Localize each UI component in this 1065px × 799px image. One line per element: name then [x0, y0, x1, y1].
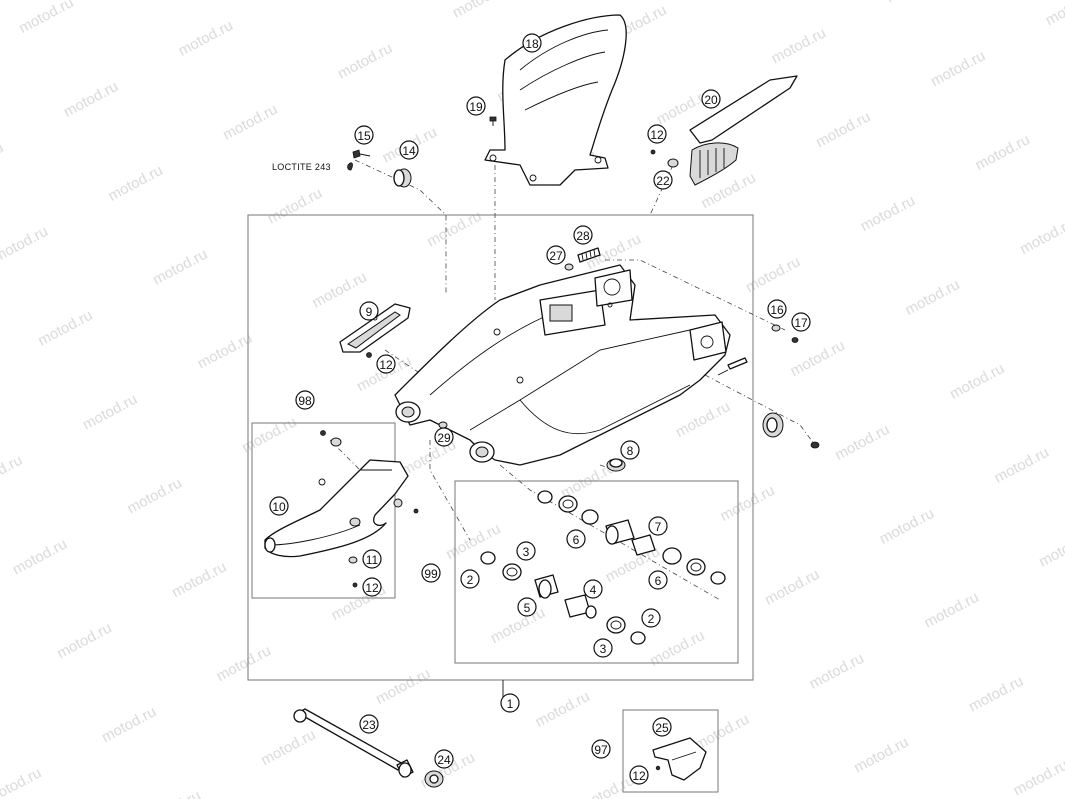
- callout-4: 4: [583, 579, 603, 599]
- svg-text:10: 10: [272, 500, 286, 514]
- callout-20: 20: [701, 89, 721, 109]
- callout-3-upper: 3: [516, 541, 536, 561]
- callout-3-lower: 3: [593, 638, 613, 658]
- callout-19: 19: [466, 96, 486, 116]
- callout-6-upper: 6: [566, 529, 586, 549]
- svg-text:2: 2: [467, 573, 474, 587]
- svg-text:20: 20: [704, 93, 718, 107]
- svg-text:19: 19: [469, 100, 483, 114]
- pivot-cap: [393, 168, 412, 188]
- rear-fender: [484, 14, 627, 186]
- svg-text:22: 22: [656, 174, 670, 188]
- callout-14: 14: [399, 140, 419, 160]
- swingarm-bushing: [606, 458, 626, 472]
- callout-11: 11: [362, 549, 382, 569]
- chain-guard: [264, 430, 419, 588]
- svg-text:17: 17: [794, 316, 808, 330]
- chain-slider-screws: [650, 149, 679, 168]
- callout-7: 7: [648, 516, 668, 536]
- loctite-label: LOCTITE 243: [272, 162, 331, 172]
- callout-2-left: 2: [460, 569, 480, 589]
- callout-5: 5: [517, 597, 537, 617]
- callout-6-lower: 6: [648, 570, 668, 590]
- callout-23: 23: [359, 714, 379, 734]
- callout-16: 16: [767, 299, 787, 319]
- svg-text:18: 18: [525, 37, 539, 51]
- chain-guide: [339, 303, 411, 358]
- swingarm-assembly-frame: [247, 214, 754, 681]
- svg-text:28: 28: [576, 229, 590, 243]
- bracket-kit-frame: [622, 709, 719, 793]
- svg-text:14: 14: [402, 144, 416, 158]
- svg-text:6: 6: [573, 533, 580, 547]
- svg-text:11: 11: [366, 553, 379, 567]
- svg-text:6: 6: [655, 574, 662, 588]
- fender-screw: [489, 116, 497, 126]
- svg-text:3: 3: [523, 545, 530, 559]
- svg-text:2: 2: [648, 612, 655, 626]
- svg-text:12: 12: [365, 581, 379, 595]
- callout-15: 15: [354, 125, 374, 145]
- svg-text:24: 24: [437, 753, 451, 767]
- svg-text:29: 29: [437, 431, 451, 445]
- chain-guard-kit-frame: [251, 422, 396, 599]
- callout-12-bracket: 12: [629, 765, 649, 785]
- callout-22: 22: [653, 170, 673, 190]
- svg-text:12: 12: [379, 358, 393, 372]
- loctite-note: LOCTITE 243: [270, 160, 342, 174]
- callout-12-guard: 12: [362, 577, 382, 597]
- callout-8: 8: [620, 440, 640, 460]
- callout-12-top: 12: [647, 124, 667, 144]
- adjuster-nuts: [771, 324, 799, 343]
- callout-10: 10: [269, 496, 289, 516]
- svg-text:3: 3: [600, 642, 607, 656]
- svg-text:7: 7: [655, 520, 662, 534]
- pivot-washer: [438, 421, 448, 429]
- callout-9: 9: [359, 301, 379, 321]
- chain-adjuster: [564, 247, 601, 271]
- callout-12-guide: 12: [376, 354, 396, 374]
- svg-text:12: 12: [632, 769, 646, 783]
- callout-28: 28: [573, 225, 593, 245]
- callout-97: 97: [591, 739, 611, 759]
- callout-99: 99: [421, 563, 441, 583]
- svg-text:9: 9: [366, 305, 373, 319]
- svg-text:97: 97: [594, 743, 608, 757]
- svg-text:98: 98: [298, 394, 312, 408]
- svg-text:15: 15: [357, 129, 371, 143]
- cap-screw: [347, 149, 371, 171]
- bracket-plate: [652, 737, 707, 781]
- bearing-kit-frame: [454, 480, 739, 664]
- svg-text:16: 16: [770, 303, 784, 317]
- svg-text:25: 25: [655, 721, 669, 735]
- callout-25: 25: [652, 717, 672, 737]
- callout-27: 27: [546, 245, 566, 265]
- svg-text:8: 8: [627, 444, 634, 458]
- svg-text:4: 4: [590, 583, 597, 597]
- axle-spacer-right: [717, 357, 820, 449]
- axle-nut: [424, 770, 444, 788]
- callout-24: 24: [434, 749, 454, 769]
- callout-29: 29: [434, 427, 454, 447]
- callout-98: 98: [295, 390, 315, 410]
- svg-text:23: 23: [362, 718, 376, 732]
- callout-2-right: 2: [641, 608, 661, 628]
- callout-1: 1: [500, 693, 520, 713]
- callout-18: 18: [522, 33, 542, 53]
- svg-text:1: 1: [507, 697, 514, 711]
- swingarm: [394, 264, 731, 466]
- svg-text:99: 99: [424, 567, 438, 581]
- svg-text:27: 27: [549, 249, 563, 263]
- svg-text:5: 5: [524, 601, 531, 615]
- callout-17: 17: [791, 312, 811, 332]
- chain-slider: [689, 75, 798, 186]
- svg-text:12: 12: [650, 128, 664, 142]
- bearing-kit-parts: [480, 490, 726, 645]
- pivot-axle: [293, 708, 414, 778]
